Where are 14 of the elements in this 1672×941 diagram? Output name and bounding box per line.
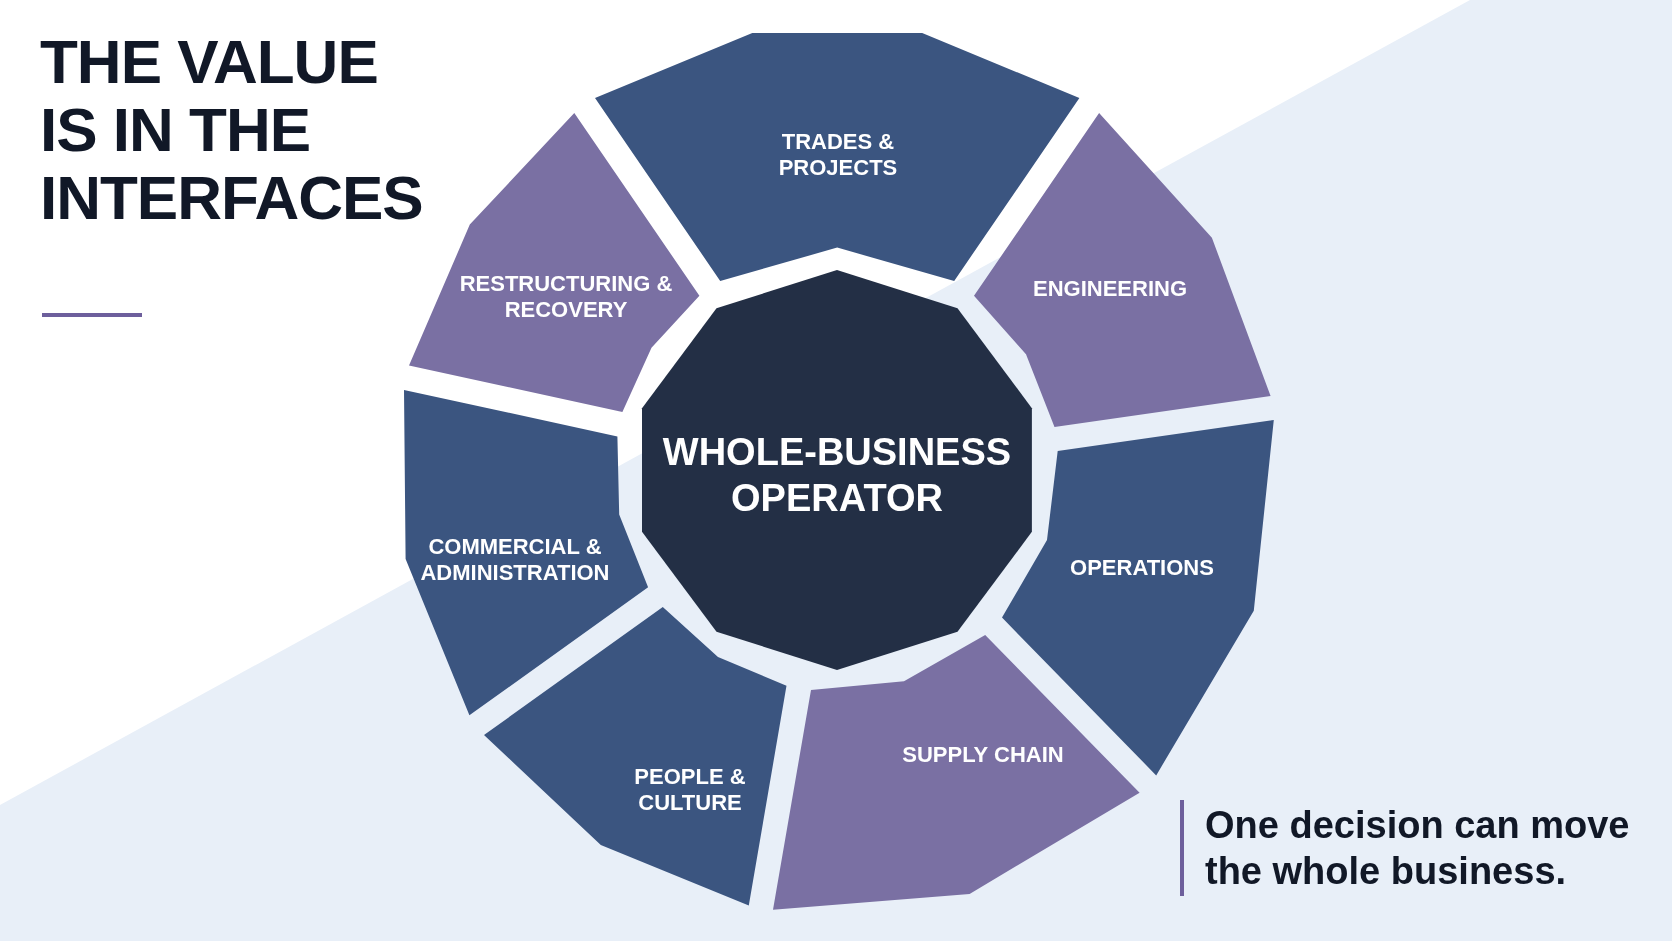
segment-label: TRADES & PROJECTS: [777, 128, 899, 182]
puzzle-segment: [772, 635, 1140, 911]
segment-label: SUPPLY CHAIN: [901, 741, 1065, 769]
segment-label: OPERATIONS: [1069, 554, 1215, 582]
headline: THE VALUE IS IN THE INTERFACES: [40, 28, 420, 233]
segment-label: COMMERCIAL & ADMINISTRATION: [419, 533, 611, 587]
segment-label: ENGINEERING: [1031, 275, 1188, 303]
caption: One decision can move the whole business.: [1205, 803, 1631, 894]
puzzle-segment: [483, 607, 787, 906]
segment-label: PEOPLE & CULTURE: [633, 763, 747, 817]
center-label: WHOLE-BUSINESS OPERATOR: [661, 430, 1013, 521]
puzzle-segment: [974, 112, 1271, 427]
puzzle-segment: [404, 389, 649, 715]
segment-label: RESTRUCTURING & RECOVERY: [458, 270, 674, 324]
